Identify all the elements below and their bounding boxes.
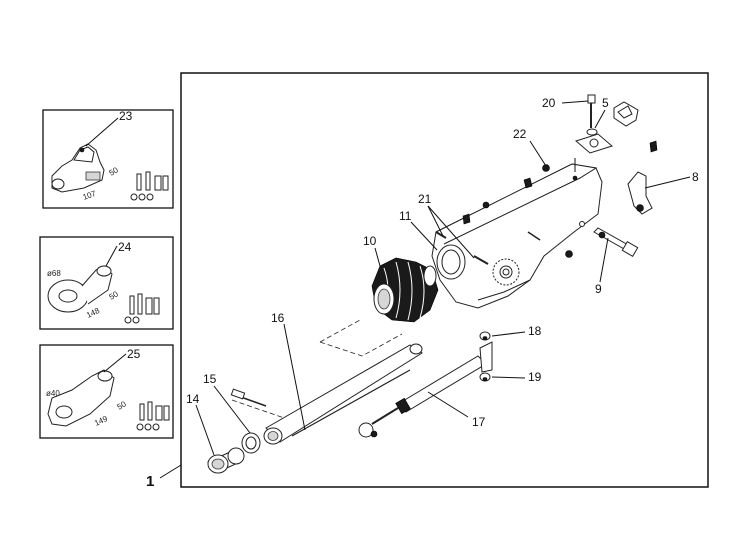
towing-eye-68: [47, 265, 113, 313]
bolt-kit-24: [124, 293, 160, 324]
label-18: 18: [528, 324, 542, 338]
shock-absorber-17: [358, 341, 493, 438]
nut-18: [479, 331, 491, 341]
tube-16: [263, 343, 423, 445]
option-panel-25: 25 ø40 50 149: [39, 344, 174, 439]
bolt-9: [593, 227, 639, 258]
callout-labels: 20 5 22 8 21 11 10 9 16 18 15 19 14 17: [186, 96, 699, 429]
bush-14: [207, 447, 245, 474]
label-1: 1: [146, 473, 154, 490]
label-25: 25: [127, 347, 141, 361]
bellows-10: [371, 257, 439, 323]
dia-24: ø68: [47, 269, 61, 278]
bolt-kit-23: [130, 171, 169, 201]
bolt-20: [587, 94, 596, 128]
label-17: 17: [472, 415, 486, 429]
coupling-head-23: [51, 143, 105, 193]
dia-25: ø40: [46, 389, 60, 398]
sprocket-wheel: [492, 258, 520, 286]
grease-nipples: [462, 140, 658, 258]
projection-line-bellows: [319, 319, 403, 357]
label-22: 22: [513, 127, 527, 141]
label-10: 10: [363, 234, 377, 248]
nut-19: [479, 372, 491, 382]
label-21: 21: [418, 192, 432, 206]
label-9: 9: [595, 282, 602, 296]
label-11: 11: [399, 209, 412, 223]
washer-5: [586, 128, 598, 136]
label-14: 14: [186, 392, 200, 406]
ring-15: [241, 432, 261, 454]
dim-23-b: 107: [82, 189, 98, 202]
top-plate: [574, 133, 614, 172]
hook-lever-8: [627, 171, 653, 215]
label-20: 20: [542, 96, 556, 110]
option-panel-24: 24 ø68 50 148: [39, 236, 174, 330]
label-5: 5: [602, 96, 609, 110]
leader-lines: [195, 100, 691, 456]
u-clip: [613, 101, 639, 127]
drawbar-housing: [431, 163, 603, 309]
label-19: 19: [528, 370, 542, 384]
towing-eye-40: [47, 369, 115, 427]
label-16: 16: [271, 311, 285, 325]
screws-21: [435, 231, 541, 265]
main-assembly-frame: [180, 72, 709, 488]
label-24: 24: [118, 240, 132, 254]
label-23: 23: [119, 109, 133, 123]
bolt-kit-25: [136, 401, 170, 431]
push-rod: [230, 369, 411, 437]
label-8: 8: [692, 170, 699, 184]
option-panel-23: 23 50 107: [42, 109, 174, 209]
label-15: 15: [203, 372, 217, 386]
